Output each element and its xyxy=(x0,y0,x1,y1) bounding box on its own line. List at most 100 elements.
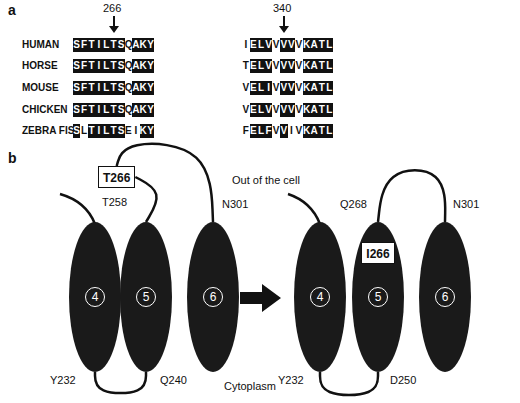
residue-letter: F xyxy=(265,124,273,138)
helix-ellipse xyxy=(352,222,404,372)
residue-letter: I xyxy=(265,81,273,95)
residue-letter: V xyxy=(288,103,296,117)
residue-label: D250 xyxy=(390,374,416,387)
residue-letter: V xyxy=(280,124,288,138)
residue-letter: I xyxy=(95,81,102,95)
residue-letter: V xyxy=(280,38,288,52)
residue-letter: I xyxy=(95,59,102,73)
residue-letter: A xyxy=(310,59,318,73)
sequence: SLTILTSEIKY xyxy=(73,124,154,138)
residue-letter: S xyxy=(73,59,80,73)
residue-letter: Q xyxy=(125,103,132,117)
species-name: HUMAN xyxy=(22,38,59,52)
residue-letter: V xyxy=(272,38,280,52)
residue-arrows xyxy=(109,16,289,33)
residue-letter: I xyxy=(132,124,139,138)
helix-ellipse xyxy=(294,222,346,372)
helix-number: 6 xyxy=(203,287,223,307)
loop-connector xyxy=(95,372,146,393)
residue-label: Y232 xyxy=(50,374,76,387)
residue-letter: F xyxy=(80,103,87,117)
residue-label: N301 xyxy=(453,198,479,211)
residue-letter: T xyxy=(88,38,95,52)
residue-letter: Y xyxy=(147,59,154,73)
residue-number: 266 xyxy=(103,2,121,15)
residue-letter: E xyxy=(250,103,258,117)
residue-box: I266 xyxy=(361,242,394,264)
residue-letter: E xyxy=(125,124,132,138)
n-terminal-tail xyxy=(288,194,320,224)
residue-letter: T xyxy=(242,59,250,73)
residue-letter: V xyxy=(295,38,303,52)
helix-shape: 5I266 xyxy=(352,222,404,372)
residue-letter: T xyxy=(88,59,95,73)
residue-letter: I xyxy=(242,38,250,52)
residue-letter: L xyxy=(326,59,334,73)
residue-label: Q268 xyxy=(340,198,367,211)
panel-label: b xyxy=(8,150,17,166)
residue-letter: L xyxy=(257,103,265,117)
residue-letter: A xyxy=(132,59,139,73)
residue-letter: V xyxy=(265,103,273,117)
residue-letter: E xyxy=(250,81,258,95)
residue-letter: A xyxy=(132,81,139,95)
helix-number: 4 xyxy=(310,287,330,307)
sequence: FELFVVIVKATL xyxy=(242,124,333,138)
residue-letter: T xyxy=(318,124,326,138)
residue-letter: S xyxy=(73,81,80,95)
residue-letter: Y xyxy=(147,81,154,95)
residue-letter: L xyxy=(326,38,334,52)
loop-connector xyxy=(378,170,445,222)
residue-letter: A xyxy=(132,38,139,52)
helix-shape: 6 xyxy=(187,222,239,372)
residue-letter: I xyxy=(288,124,296,138)
helix-ellipse xyxy=(419,222,471,372)
residue-label: Q240 xyxy=(160,374,187,387)
residue-letter: K xyxy=(140,103,147,117)
residue-letter: V xyxy=(272,81,280,95)
residue-letter: V xyxy=(265,59,273,73)
residue-letter: V xyxy=(295,59,303,73)
residue-letter: E xyxy=(250,124,258,138)
residue-letter: S xyxy=(73,38,80,52)
arrow-head xyxy=(109,26,119,33)
residue-letter: Q xyxy=(125,38,132,52)
helix-number: 6 xyxy=(435,287,455,307)
residue-name: I266 xyxy=(366,247,389,261)
sequence: SFTILTSQAKY xyxy=(73,81,154,95)
residue-letter: V xyxy=(288,81,296,95)
residue-label: N301 xyxy=(222,198,248,211)
residue-box: T266 xyxy=(98,166,135,188)
helix-number: 4 xyxy=(85,287,105,307)
residue-letter: Y xyxy=(147,38,154,52)
residue-number: 340 xyxy=(273,2,291,15)
residue-letter: V xyxy=(295,124,303,138)
residue-letter: F xyxy=(80,81,87,95)
helix-shape: 5 xyxy=(120,222,172,372)
residue-letter: V xyxy=(242,103,250,117)
residue-letter: A xyxy=(310,81,318,95)
residue-letter: T xyxy=(318,38,326,52)
residue-letter: S xyxy=(117,81,124,95)
residue-letter: K xyxy=(303,59,311,73)
helix-shape: 6 xyxy=(419,222,471,372)
residue-letter: V xyxy=(295,81,303,95)
residue-letter: L xyxy=(80,124,87,138)
residue-letter: E xyxy=(250,59,258,73)
sequence: VELVVVVVKATL xyxy=(242,103,333,117)
region-label: Out of the cell xyxy=(232,174,300,187)
residue-letter: L xyxy=(257,81,265,95)
panel-label: a xyxy=(8,2,16,18)
residue-letter: E xyxy=(250,38,258,52)
helix-shape: 4 xyxy=(69,222,121,372)
residue-letter: T xyxy=(110,59,117,73)
residue-letter: L xyxy=(103,59,110,73)
residue-letter: S xyxy=(73,124,80,138)
helix-number: 5 xyxy=(136,287,156,307)
residue-letter: V xyxy=(280,59,288,73)
residue-letter: S xyxy=(117,38,124,52)
region-label: Cytoplasm xyxy=(224,380,276,393)
residue-letter: F xyxy=(80,38,87,52)
residue-letter: K xyxy=(140,124,147,138)
residue-letter: V xyxy=(280,81,288,95)
